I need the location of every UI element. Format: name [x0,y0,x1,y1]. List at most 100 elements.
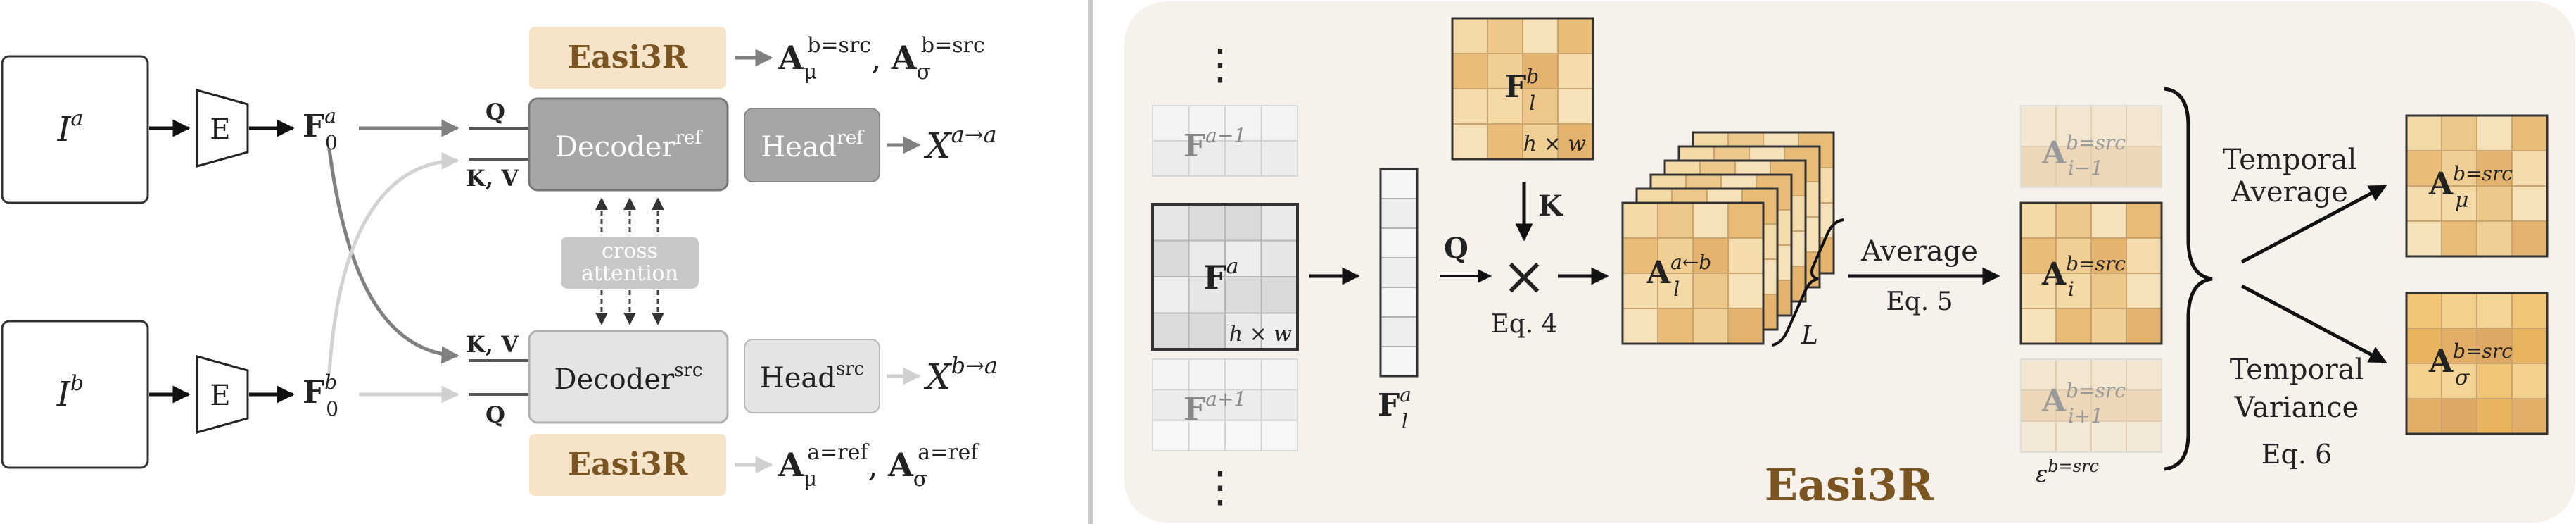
output-mu-sup: b=src [2453,162,2513,185]
frame-current-sup: a [1226,254,1239,279]
output-sigma-cell [2441,292,2477,329]
token-vector-border [1379,168,1419,378]
decoder-ref-label: Decoder [555,131,676,163]
svg-text:Fb0: Fb0 [303,370,338,420]
frame-next-cell [1260,419,1298,452]
output-sigma-cell [2476,328,2513,364]
encoder-a-label: E [210,113,230,146]
svg-text:Fbl: Fbl [1504,65,1539,115]
frame-current-cell [1224,276,1262,314]
output-src-sup: b→a [951,352,998,379]
attention-frame-current-label: A [2041,256,2067,292]
frame-current-cell [1260,276,1298,314]
output-sigma-sub: σ [2455,366,2470,390]
svg-text:Fa−1: Fa−1 [1184,124,1246,164]
attention-stack-sub: l [1673,277,1680,301]
dots-bottom: ⋮ [1199,463,1241,512]
key-map-cell [1557,53,1594,89]
attention-frame-current [2019,201,2163,345]
attention-frame-prev-cell [2055,105,2092,147]
easi3r-box-top [529,27,726,89]
frame-current-cell [1188,312,1226,350]
attention-front-cell [1692,273,1729,309]
frame-next-border [1152,358,1298,451]
key-map-cell [1452,88,1488,125]
head-src [744,339,880,413]
output-mu-cell [2511,150,2548,187]
key-map-label: F [1504,69,1526,105]
attention-top-output: Aμb=src,Aσb=src [778,33,985,85]
panel-divider [1088,0,1093,524]
attention-front-cell [1727,202,1764,239]
encoder-b-label: E [210,380,230,412]
key-map-cell [1452,18,1488,54]
frame-next-cell [1260,358,1298,391]
svg-text:Ia: Ia [57,106,84,149]
attention-frame-prev-border [2020,105,2162,188]
k-label: K [1538,189,1563,223]
output-sigma-cell [2511,363,2548,399]
head-ref-label: Head [761,131,837,163]
svg-text:Ib: Ib [56,371,84,414]
attention-stack-label: A [1646,255,1671,291]
frame-next-cell [1260,389,1298,421]
input-a-sup: a [71,106,84,131]
kv-bottom-label: K, V [466,331,519,358]
svg-text:Xb→a: Xb→a [923,352,998,397]
frame-current-cell [1260,239,1298,277]
output-sigma-cell [2476,398,2513,435]
frame-next-cell [1152,358,1190,391]
output-sigma-cell [2441,398,2477,435]
frame-prev-cell [1152,105,1190,142]
panel-title: Easi3R [1765,459,1934,511]
attention-frame-current-cell [2020,308,2057,344]
attention-frame-next-cell [2020,420,2057,453]
svg-text:εb=src: εb=src [2036,456,2099,487]
output-mu-cell [2406,115,2442,151]
attention-frame-next-cell [2126,389,2162,422]
cross-attention-line2: attention [581,261,678,286]
feature-a-sup: a [324,104,336,127]
attention-frame-prev-cell [2090,105,2127,147]
key-map-cell [1522,18,1559,54]
frame-next-cell [1152,389,1190,421]
attention-frame-next-cell [2090,389,2127,422]
token-cell [1380,316,1418,347]
attention-map-stack [1621,131,1835,345]
attention-frame-current-cell [2055,273,2092,309]
attention-frame-next-border [2020,358,2162,453]
multiply-icon: × [1502,244,1547,307]
output-mu-cell [2406,185,2442,222]
decoder-src-sup: src [674,360,702,381]
frame-next-cell [1188,358,1226,391]
key-map-sup: b [1526,65,1539,88]
frame-prev-grid [1152,105,1298,177]
frame-prev-cell [1260,140,1298,177]
arrow-temporal-average [2240,184,2387,264]
frame-current-dims: h × w [1229,322,1293,347]
frame-current-cell [1188,204,1226,242]
head-ref [744,108,880,182]
attention-frame-prev-sup: b=src [2066,131,2126,154]
output-sigma-cell [2441,363,2477,399]
attention-frame-prev-cell [2126,146,2162,188]
attention-frame-current-sup: b=src [2066,252,2126,275]
output-mu-border [2405,114,2549,258]
input-b-label: I [56,375,71,414]
token-cell [1380,198,1418,229]
kv-top-label: K, V [466,165,519,192]
svg-text:Fa: Fa [1203,254,1239,297]
key-map-cell [1557,88,1594,125]
output-sigma-label: A [2428,344,2454,380]
attention-frame-current-cell [2055,202,2092,239]
temporal-average-line2: Average [2231,176,2348,208]
attention-front-layer [1621,201,1765,345]
frames-brace [2164,87,2213,471]
frame-current-cell [1152,276,1190,314]
frame-current-cell [1188,239,1226,277]
output-mu-label: A [2428,166,2454,202]
attention-frame-prev-cell [2126,105,2162,147]
output-mu-cell [2476,220,2513,257]
output-mu-cell [2511,115,2548,151]
